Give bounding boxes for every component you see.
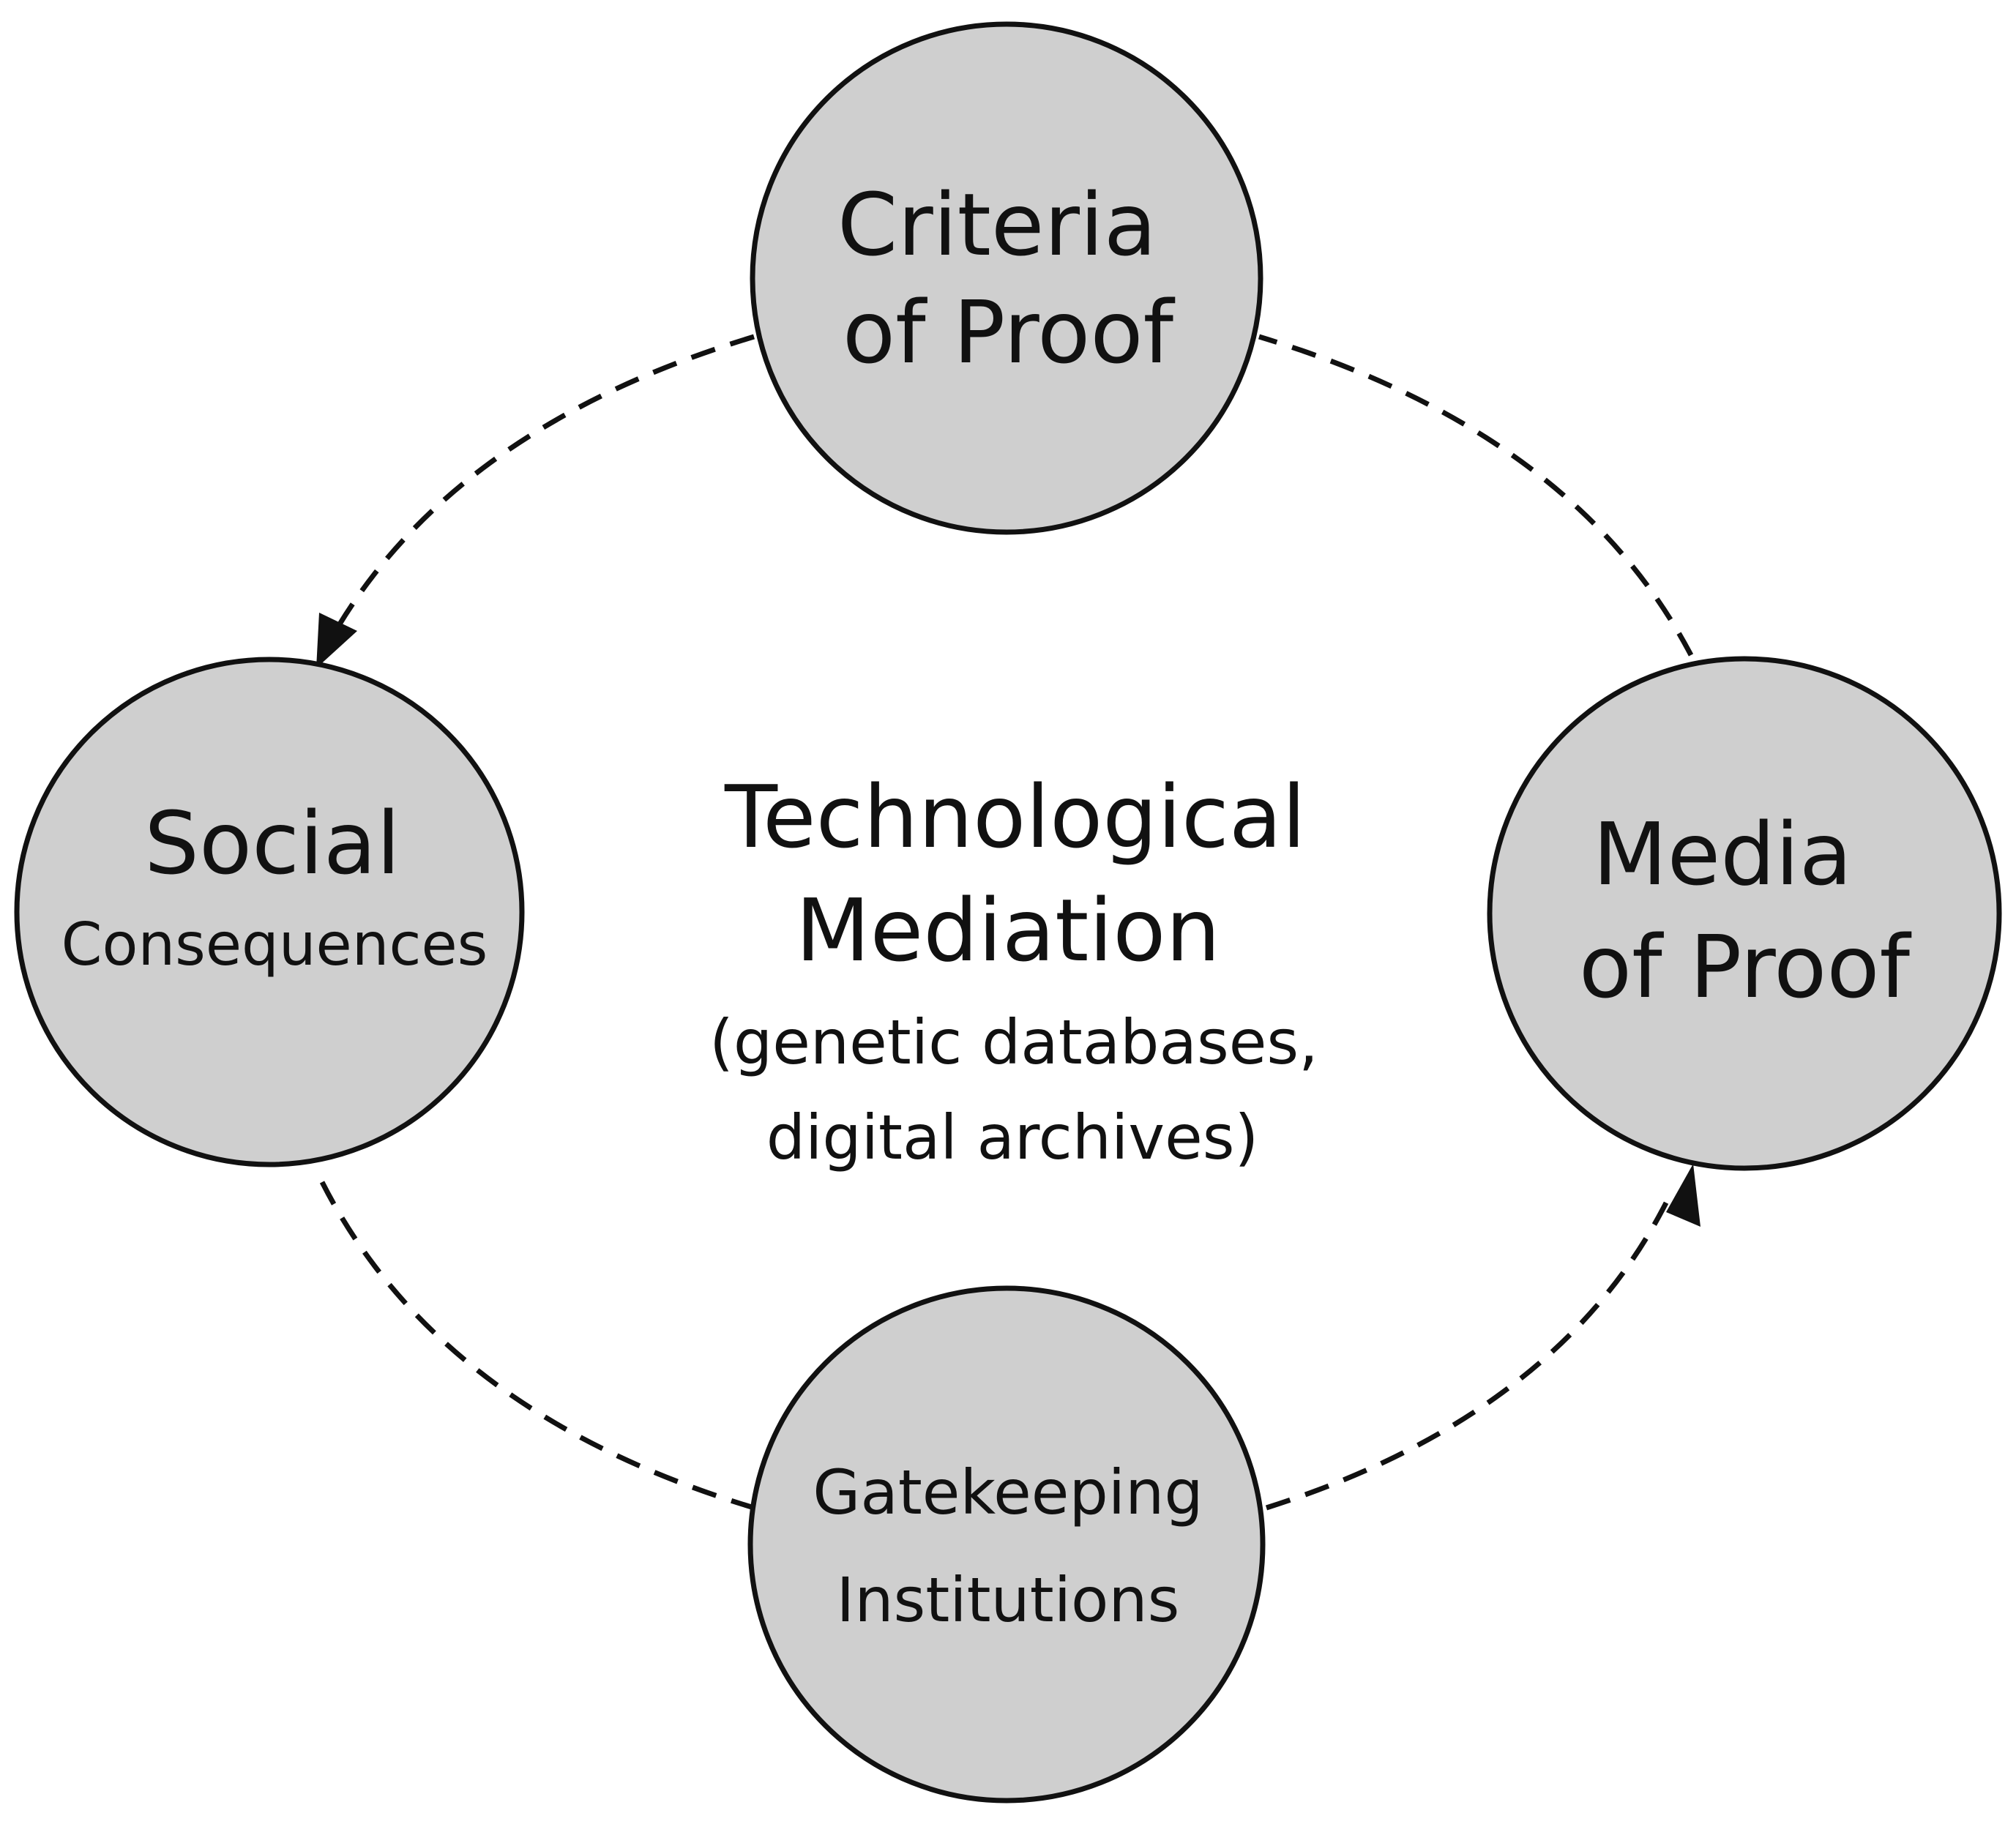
node-gatekeeping-institutions: Gatekeeping Institutions (747, 1285, 1266, 1804)
node-social-consequences: Social Consequences (14, 657, 525, 1167)
connector-media-to-criteria (1258, 334, 1694, 657)
media-label-line2: of Proof (1579, 916, 1912, 1017)
criteria-label-line2: of Proof (843, 282, 1176, 383)
arrowhead-into-social (316, 613, 357, 668)
connector-gatekeeping-to-media (1265, 1188, 1676, 1511)
social-label-line1: Social (144, 793, 400, 894)
gatekeeping-label-line2: Institutions (837, 1564, 1180, 1636)
center-subtitle-line2: digital archives) (766, 1102, 1259, 1173)
connector-criteria-to-social (319, 334, 755, 657)
connector-social-to-gatekeeping (319, 1181, 755, 1511)
arrowhead-into-media (1666, 1164, 1700, 1227)
node-criteria-of-proof: Criteria of Proof (750, 21, 1263, 535)
social-label-line2: Consequences (61, 911, 488, 979)
center-subtitle-line1: (genetic databases, (709, 1006, 1318, 1078)
media-label-line1: Media (1593, 804, 1852, 905)
node-media-of-proof: Media of Proof (1487, 656, 2002, 1171)
gatekeeping-label-line1: Gatekeeping (813, 1457, 1203, 1528)
center-technological-mediation: Technological Mediation (genetic databas… (709, 766, 1318, 1173)
center-title-line2: Mediation (796, 880, 1220, 981)
center-title-line1: Technological (724, 766, 1306, 867)
criteria-label-line1: Criteria (837, 174, 1157, 275)
